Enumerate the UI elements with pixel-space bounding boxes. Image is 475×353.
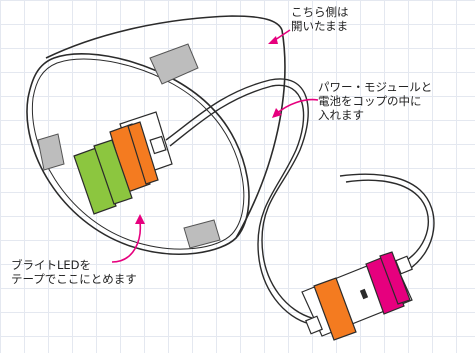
power-connector-left xyxy=(305,315,323,335)
cable-right-2 xyxy=(339,173,435,271)
cable-right xyxy=(345,179,430,263)
annotation-power-module: パワー・モジュールと 電池をコップの中に 入れます xyxy=(318,80,475,122)
led-connector xyxy=(149,135,167,155)
cup xyxy=(26,15,286,255)
tape-bottom xyxy=(183,219,221,249)
power-orange-bit xyxy=(313,277,357,341)
power-module xyxy=(301,251,413,341)
cable xyxy=(165,78,313,319)
power-magenta-bit-2 xyxy=(379,251,411,305)
arrow-icon xyxy=(111,214,145,263)
annotation-power-module-line3: 入れます xyxy=(318,108,364,122)
annotation-led-line2: テープでここにとめます xyxy=(11,272,137,286)
annotation-power-module-line1: パワー・モジュールと xyxy=(318,80,433,94)
cup-top-edge xyxy=(45,15,283,59)
annotation-led-line1: ブライトLEDを xyxy=(11,258,92,272)
arrow-icon xyxy=(268,29,291,44)
power-connector-right xyxy=(395,255,413,275)
led-orange-bit-2 xyxy=(127,121,159,185)
tapes xyxy=(37,43,221,249)
power-switch xyxy=(359,288,369,300)
led-green-bit-2 xyxy=(93,139,133,205)
arrows xyxy=(111,29,319,263)
annotation-open-side: こちら側は 開いたまま xyxy=(291,5,349,33)
cup-rim xyxy=(26,53,250,255)
led-green-bit xyxy=(73,147,117,215)
power-magenta-bit xyxy=(365,255,405,315)
arrow-icon xyxy=(272,98,319,118)
tape-top xyxy=(149,43,199,85)
cup-side-edge xyxy=(235,29,286,239)
tape-left xyxy=(37,133,65,171)
annotation-power-module-line2: 電池をコップの中に xyxy=(318,94,422,108)
bright-led-module xyxy=(73,111,173,215)
cup-rim-inner xyxy=(31,58,245,250)
annotation-led: ブライトLEDを テープでここにとめます xyxy=(11,258,137,286)
cable-return xyxy=(169,84,311,325)
annotation-open-side-line1: こちら側は xyxy=(291,5,349,19)
annotation-open-side-line2: 開いたまま xyxy=(291,19,349,33)
